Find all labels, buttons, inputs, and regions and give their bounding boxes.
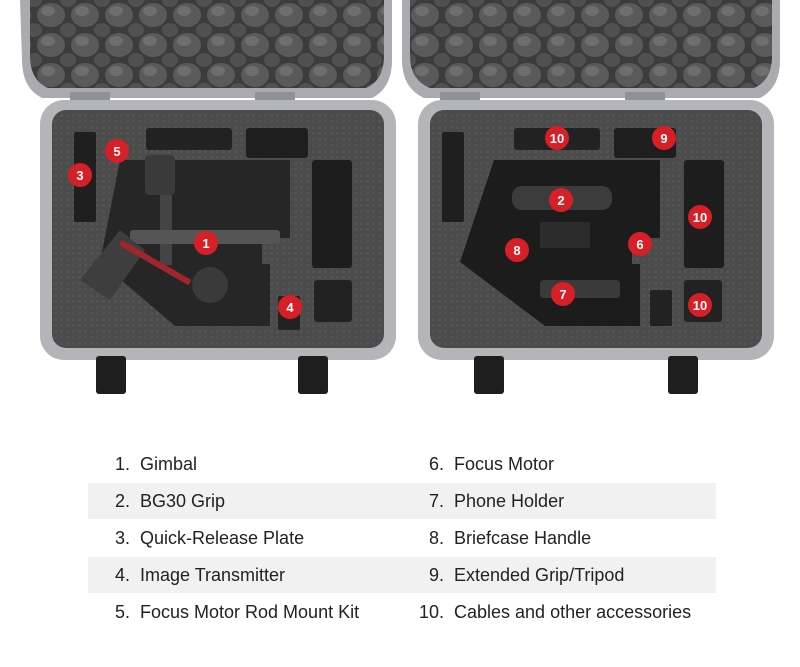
legend-item: 8. Briefcase Handle [400, 528, 716, 549]
legend-number: 6. [428, 453, 444, 474]
legend-item: 3. Quick-Release Plate [88, 528, 400, 549]
legend-label: BG30 Grip [140, 490, 226, 511]
legend-number: 10. [418, 601, 444, 622]
badge: 10 [688, 293, 712, 317]
left-latch [96, 356, 126, 394]
svg-text:1: 1 [202, 236, 209, 251]
svg-text:8: 8 [513, 243, 520, 258]
legend-item: 6. Focus Motor [400, 454, 716, 475]
gimbal-accent [118, 240, 192, 286]
legend-item: 10. Cables and other accessories [400, 602, 716, 623]
legend-row: 2. BG30 Grip 7. Phone Holder [88, 483, 716, 519]
legend-item: 4. Image Transmitter [88, 565, 400, 586]
left-lid-foam [30, 0, 384, 88]
legend-item: 7. Phone Holder [400, 491, 716, 512]
badge: 10 [545, 126, 569, 150]
svg-text:10: 10 [693, 210, 707, 225]
gimbal-knob [192, 267, 228, 303]
svg-text:9: 9 [660, 131, 667, 146]
badge-layer: 1 3 4 5 2 6 7 8 9 10 10 10 [68, 126, 712, 319]
legend-item: 2. BG30 Grip [88, 491, 400, 512]
briefcase-handle-shape [540, 222, 590, 248]
badge: 4 [278, 295, 302, 319]
legend-label: Extended Grip/Tripod [454, 564, 625, 585]
legend-number: 3. [114, 527, 130, 548]
legend-row: 5. Focus Motor Rod Mount Kit 10. Cables … [88, 594, 716, 630]
svg-text:7: 7 [559, 287, 566, 302]
badge: 1 [194, 231, 218, 255]
svg-text:10: 10 [693, 298, 707, 313]
legend-row: 4. Image Transmitter 9. Extended Grip/Tr… [88, 557, 716, 593]
left-cable-cutout [312, 160, 352, 268]
legend-label: Focus Motor Rod Mount Kit [140, 601, 360, 622]
left-hinge [70, 92, 110, 102]
badge: 2 [549, 188, 573, 212]
legend-label: Image Transmitter [140, 564, 286, 585]
legend-label: Briefcase Handle [454, 527, 592, 548]
left-cutout [146, 128, 232, 150]
badge: 7 [551, 282, 575, 306]
case-illustration: 1 3 4 5 2 6 7 8 9 10 10 10 [20, 0, 780, 394]
legend-label: Phone Holder [454, 490, 565, 511]
contents-legend: 1. Gimbal 6. Focus Motor 2. BG30 Grip 7.… [88, 446, 716, 631]
svg-text:10: 10 [550, 131, 564, 146]
legend-number: 9. [428, 564, 444, 585]
legend-number: 2. [114, 490, 130, 511]
legend-label: Focus Motor [454, 453, 555, 474]
gimbal-motor [145, 155, 175, 195]
right-cutout [650, 290, 672, 326]
badge: 6 [628, 232, 652, 256]
legend-label: Quick-Release Plate [140, 527, 305, 548]
right-lid-foam [410, 0, 772, 88]
legend-number: 4. [114, 564, 130, 585]
svg-text:3: 3 [76, 168, 83, 183]
svg-text:6: 6 [636, 237, 643, 252]
svg-text:2: 2 [557, 193, 564, 208]
legend-row: 3. Quick-Release Plate 8. Briefcase Hand… [88, 520, 716, 556]
legend-item: 9. Extended Grip/Tripod [400, 565, 716, 586]
legend-item: 5. Focus Motor Rod Mount Kit [88, 602, 400, 623]
left-hinge [255, 92, 295, 102]
badge: 9 [652, 126, 676, 150]
left-latch [298, 356, 328, 394]
legend-item: 1. Gimbal [88, 454, 400, 475]
badge: 5 [105, 139, 129, 163]
badge: 10 [688, 205, 712, 229]
badge: 8 [505, 238, 529, 262]
legend-row: 1. Gimbal 6. Focus Motor [88, 446, 716, 482]
case-photo: 1 3 4 5 2 6 7 8 9 10 10 10 [20, 0, 780, 394]
legend-number: 7. [428, 490, 444, 511]
svg-text:4: 4 [286, 300, 294, 315]
badge: 3 [68, 163, 92, 187]
left-cutout [314, 280, 352, 322]
left-case [20, 0, 396, 394]
legend-label: Gimbal [140, 453, 198, 474]
right-hinge [440, 92, 480, 102]
right-case [402, 0, 780, 394]
legend-number: 1. [114, 453, 130, 474]
right-cutout [442, 132, 464, 222]
legend-number: 8. [428, 527, 444, 548]
right-hinge [625, 92, 665, 102]
svg-text:5: 5 [113, 144, 120, 159]
right-latch [474, 356, 504, 394]
legend-label: Cables and other accessories [454, 601, 692, 622]
right-latch [668, 356, 698, 394]
left-cutout [246, 128, 308, 158]
legend-number: 5. [114, 601, 130, 622]
